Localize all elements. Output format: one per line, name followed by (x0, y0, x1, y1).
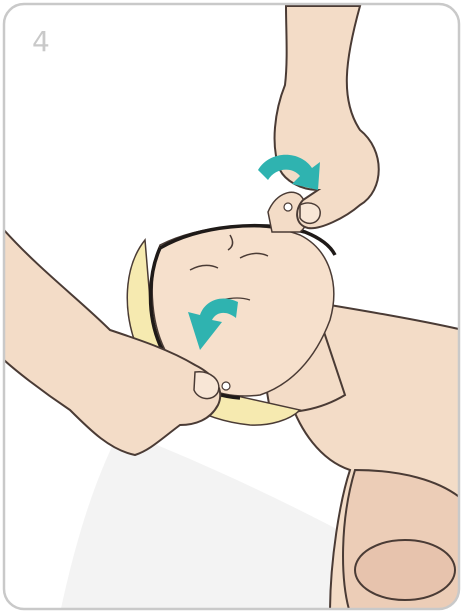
mask-tab-hole (284, 203, 292, 211)
mask-tab-hole-lower (222, 382, 230, 390)
arm-opening (355, 540, 455, 600)
step-number: 4 (32, 28, 50, 56)
upper-hand-fingertip (300, 203, 320, 223)
